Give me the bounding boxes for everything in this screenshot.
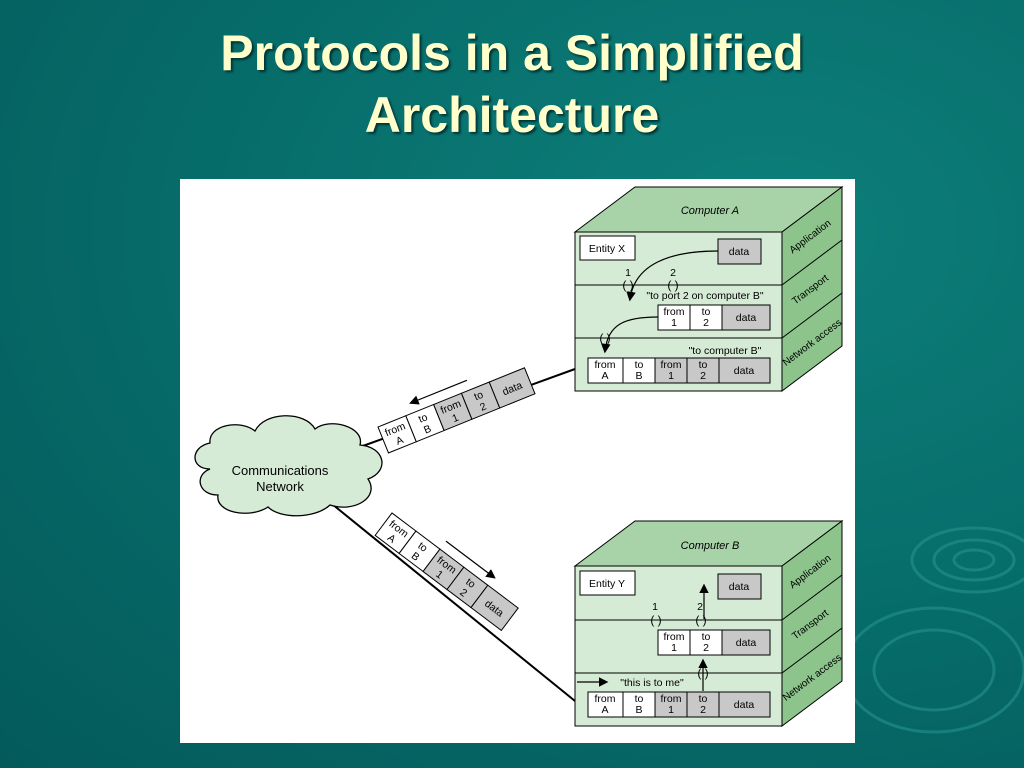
b-na-to-b-1: to: [635, 693, 644, 705]
computer-b-app-data: data: [729, 581, 750, 593]
slide-title: Protocols in a Simplified Architecture: [0, 22, 1024, 146]
b-na-data: data: [734, 699, 755, 711]
packet-lower: from A to B from 1 to 2 data: [374, 512, 519, 632]
a-na-to-2-2: 2: [700, 370, 706, 382]
b-tr-from-1-1: from: [664, 631, 685, 643]
a-na-from-1-2: 1: [668, 370, 674, 382]
b-tr-to-2-2: 2: [703, 642, 709, 654]
entity-y-label: Entity Y: [589, 578, 625, 590]
architecture-figure: Communications Network from A to B from …: [180, 179, 855, 743]
computer-a-app-data: data: [729, 246, 750, 258]
computer-a-net-glyph: ( ): [599, 331, 610, 345]
b-na-from-1-2: 1: [668, 704, 674, 716]
a-na-to-2-1: to: [699, 359, 708, 371]
packet-upper: from A to B from 1 to 2 data: [377, 367, 536, 454]
computer-a-port-2-glyph: ( ): [667, 278, 678, 292]
computer-b-port-1: 1: [652, 601, 658, 613]
b-na-from-a-1: from: [595, 693, 616, 705]
a-tr-to-2-2: 2: [703, 317, 709, 329]
a-na-from-a-2: A: [601, 370, 608, 382]
title-line-1: Protocols in a Simplified: [220, 25, 804, 81]
computer-b-port-1-glyph: ( ): [650, 613, 661, 627]
computer-b: Computer B Application Transport Network…: [573, 520, 844, 727]
pu-from-1-2: 1: [450, 412, 460, 425]
pu-to-b-2: B: [422, 423, 433, 437]
a-tr-data: data: [736, 312, 757, 324]
b-tr-to-2-1: to: [702, 631, 711, 643]
computer-a-name: Computer A: [681, 205, 739, 217]
architecture-diagram: Communications Network from A to B from …: [194, 186, 844, 727]
a-na-from-1-1: from: [661, 359, 682, 371]
a-tr-from-1-2: 1: [671, 317, 677, 329]
pu-from-a-2: A: [394, 434, 405, 448]
b-tr-data: data: [736, 637, 757, 649]
computer-b-port-2: 2: [697, 601, 703, 613]
b-na-to-b-2: B: [635, 704, 642, 716]
b-na-from-1-1: from: [661, 693, 682, 705]
pu-to-2-2: 2: [478, 400, 488, 413]
network-label-1: Communications: [232, 463, 329, 478]
b-na-to-2-2: 2: [700, 704, 706, 716]
a-tr-to-2-1: to: [702, 306, 711, 318]
b-tr-from-1-2: 1: [671, 642, 677, 654]
network-label-2: Network: [256, 479, 304, 494]
b-na-from-a-2: A: [601, 704, 608, 716]
computer-b-network-msg: "this is to me": [620, 677, 684, 689]
computer-a-port-1-glyph: ( ): [622, 278, 633, 292]
b-na-to-2-1: to: [699, 693, 708, 705]
computer-a-network-msg: "to computer B": [689, 345, 762, 357]
pu-to-2-1: to: [472, 389, 485, 403]
a-tr-from-1-1: from: [664, 306, 685, 318]
pu-to-b-1: to: [417, 411, 430, 425]
a-na-data: data: [734, 365, 755, 377]
computer-a-transport-msg: "to port 2 on computer B": [646, 290, 763, 302]
computer-b-port-2-glyph: ( ): [695, 613, 706, 627]
communications-network-cloud: Communications Network: [194, 415, 383, 517]
computer-a-port-2: 2: [670, 267, 676, 279]
link-b: [331, 503, 576, 702]
computer-a-port-1: 1: [625, 267, 631, 279]
a-na-to-b-2: B: [635, 370, 642, 382]
a-na-from-a-1: from: [595, 359, 616, 371]
computer-b-name: Computer B: [681, 540, 740, 552]
entity-x-label: Entity X: [589, 243, 625, 255]
title-line-2: Architecture: [364, 87, 660, 143]
a-na-to-b-1: to: [635, 359, 644, 371]
computer-a: Computer A Application Transport Network…: [573, 186, 844, 392]
